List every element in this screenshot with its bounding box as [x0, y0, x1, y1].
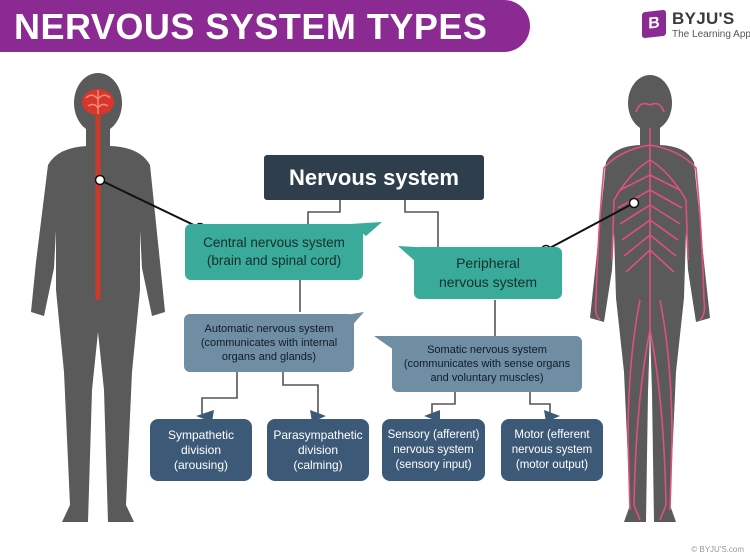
ans-label: Automatic nervous system (communicates w…: [200, 323, 338, 363]
parasympathetic-label: Parasympathetic division (calming): [273, 427, 363, 472]
root-label: Nervous system: [289, 164, 459, 190]
sympathetic-label: Sympathetic division (arousing): [167, 427, 235, 472]
watermark: © BYJU'S.com: [691, 545, 744, 554]
title-banner: NERVOUS SYSTEM TYPES: [0, 0, 530, 52]
sympathetic-node: Sympathetic division (arousing): [150, 419, 252, 481]
sensory-label: Sensory (afferent) nervous system (senso…: [387, 428, 480, 471]
motor-node: Motor (efferent nervous system (motor ou…: [501, 419, 603, 481]
motor-label: Motor (efferent nervous system (motor ou…: [511, 428, 593, 471]
cns-pointer-line: [99, 179, 201, 229]
tree-connectors: [201, 200, 551, 414]
logo-tagline: The Learning App: [672, 29, 750, 40]
pns-label: Peripheral nervous system: [438, 255, 538, 290]
sensory-node: Sensory (afferent) nervous system (senso…: [382, 419, 485, 481]
cns-label: Central nervous system (brain and spinal…: [203, 235, 345, 268]
pns-node: Peripheral nervous system: [414, 247, 562, 299]
pns-pointer-dot: [628, 197, 640, 209]
page-title: NERVOUS SYSTEM TYPES: [14, 6, 488, 47]
pns-pointer-line: [545, 202, 635, 251]
cns-node: Central nervous system (brain and spinal…: [185, 224, 363, 280]
byjus-logo: B BYJU'S The Learning App: [642, 9, 750, 43]
nervous-system-root-node: Nervous system: [264, 155, 484, 200]
sns-node: Somatic nervous system (communicates wit…: [392, 336, 582, 392]
brain-icon: [82, 89, 114, 115]
parasympathetic-node: Parasympathetic division (calming): [267, 419, 369, 481]
cns-pointer-dot: [94, 174, 106, 186]
ans-node: Automatic nervous system (communicates w…: [184, 314, 354, 372]
logo-name: BYJU'S: [672, 9, 735, 28]
sns-label: Somatic nervous system (communicates wit…: [403, 344, 571, 384]
